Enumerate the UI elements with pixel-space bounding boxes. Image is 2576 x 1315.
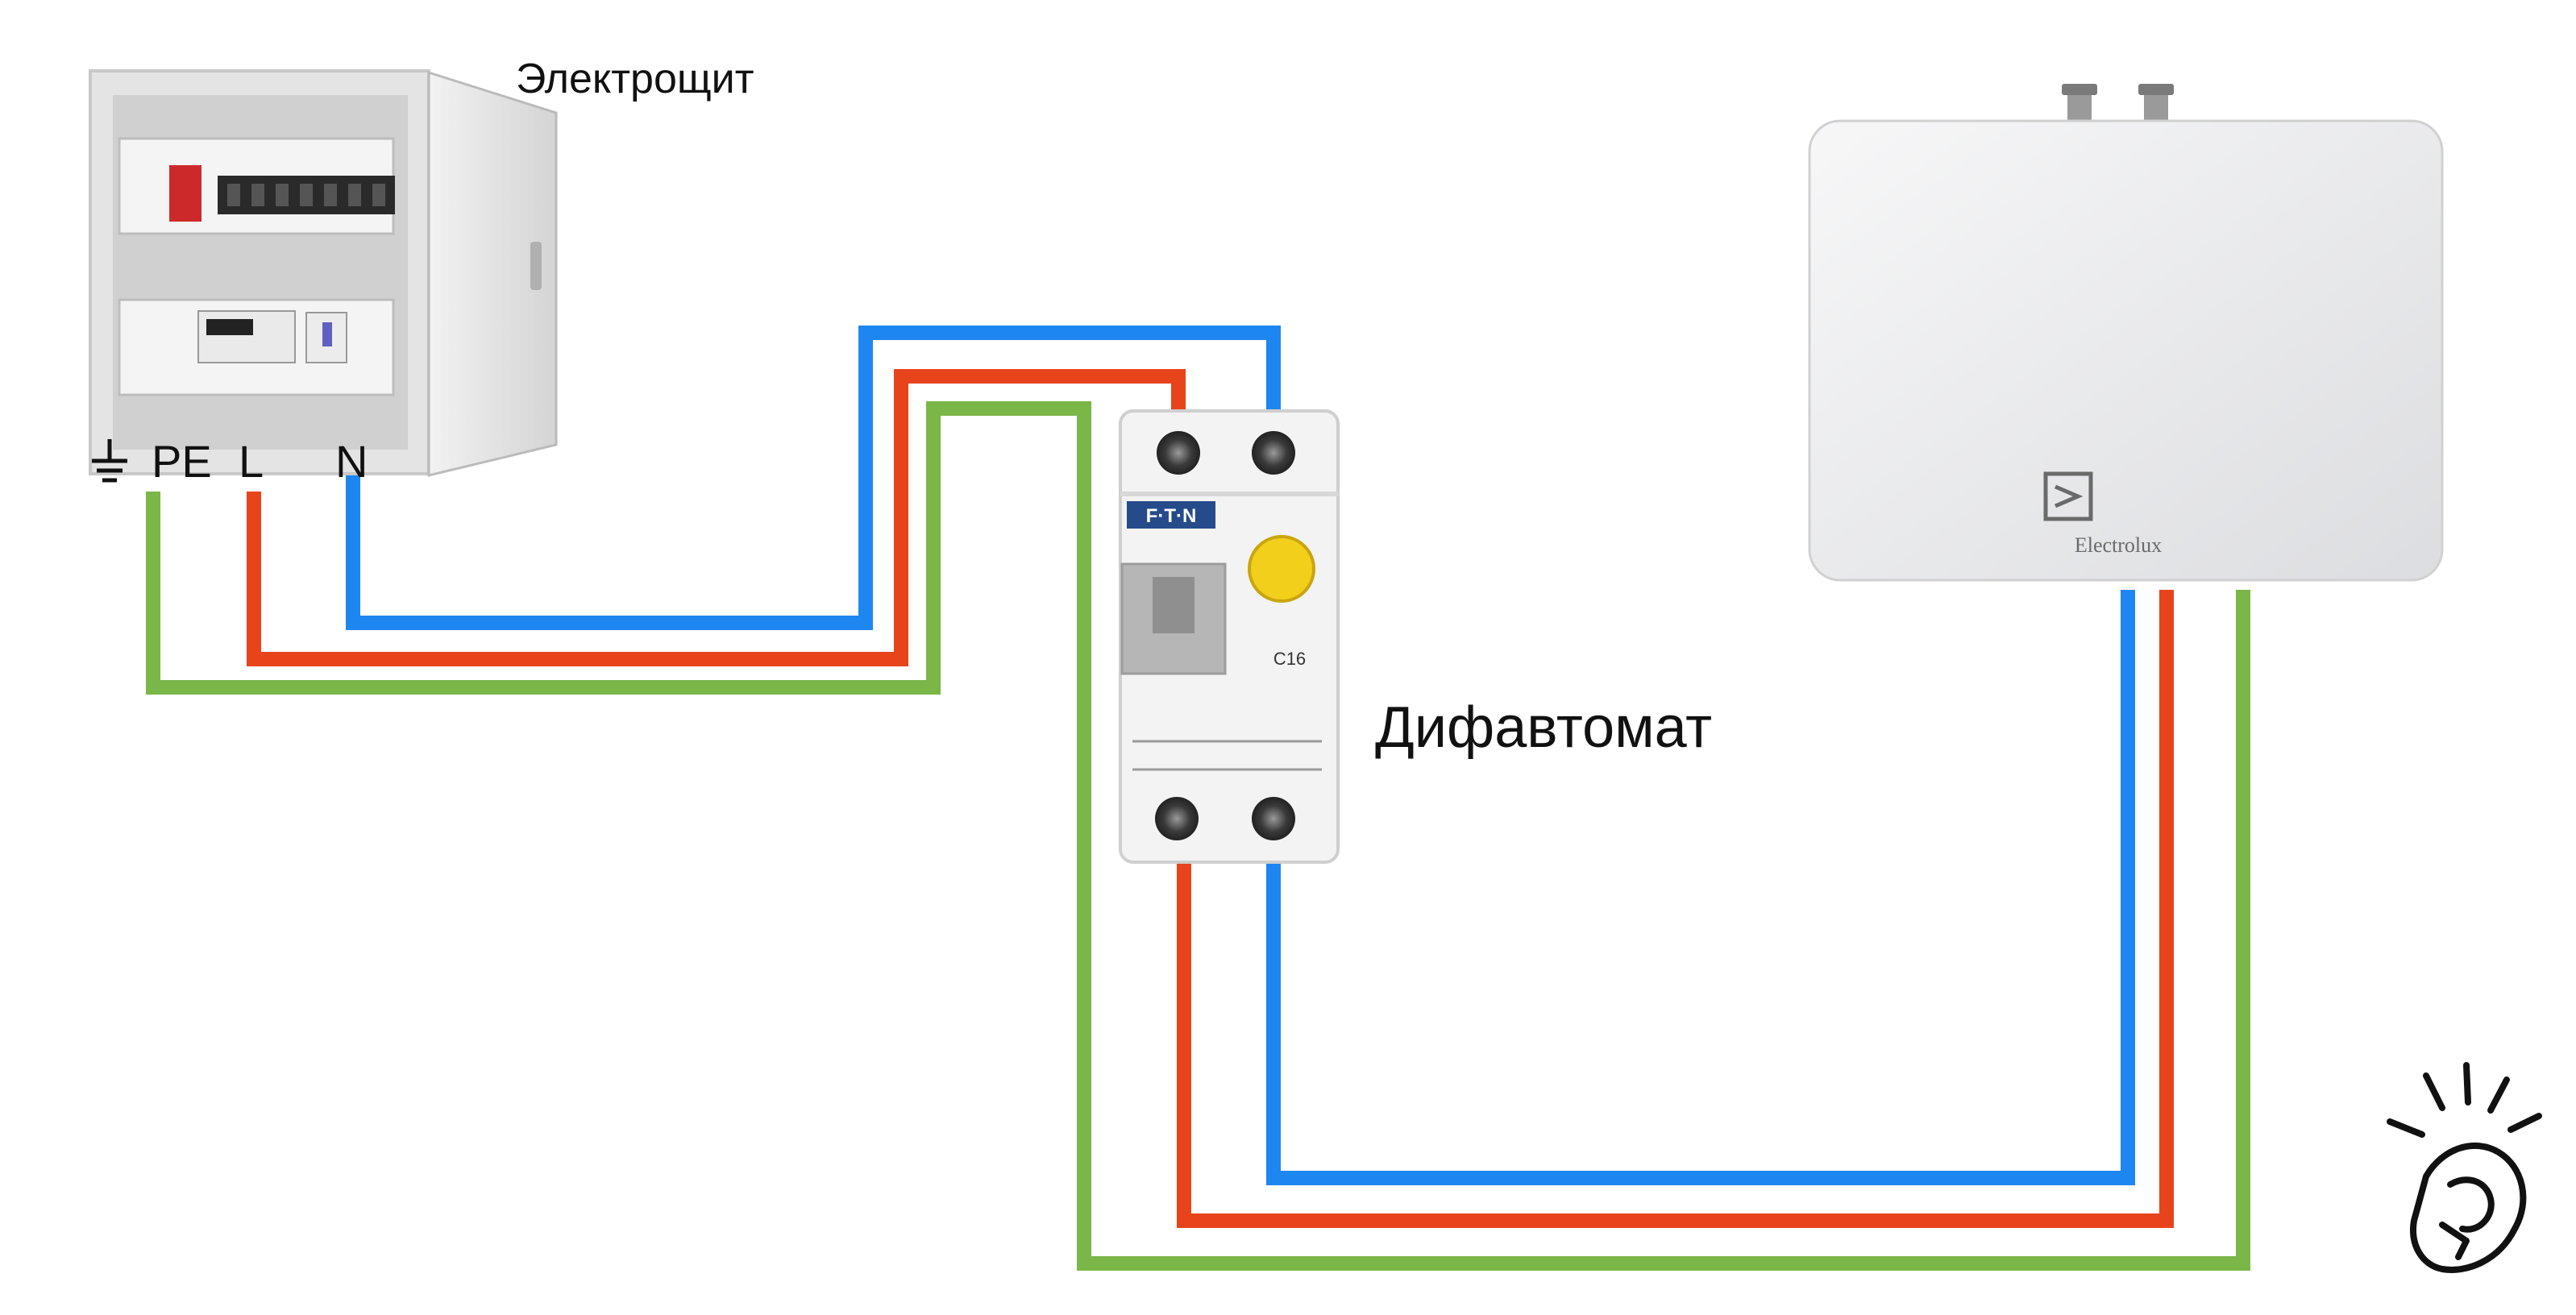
l-terminal-label: L [239,436,264,487]
n-terminal-label: N [335,436,368,487]
terminal-screw-icon [1155,797,1199,840]
heater-brand: Electrolux [2075,533,2162,557]
electrolux-logo-icon [2043,471,2093,521]
phase-wire-out [1177,590,2174,1228]
neutral-wire-in [346,326,1281,630]
neutral-wire-out [1266,590,2135,1185]
pe-terminal-label: PE [152,436,212,487]
electrical-panel [89,69,558,477]
wires [146,326,2250,1271]
terminal-screw-icon [1252,797,1295,840]
panel-label: Электрощит [516,56,754,102]
rcbo-label: Дифавтомат [1375,695,1713,760]
water-heater: Electrolux [1808,84,2444,582]
fingers-snap-icon [2387,1062,2542,1273]
phase-wire-in [247,369,1186,666]
ground-symbol-icon [92,439,127,483]
terminal-screw-icon [1252,431,1295,475]
terminal-screw-icon [1157,431,1200,475]
test-button-icon [1248,535,1315,603]
rcbo-device: F·T·N C16 [1119,409,1340,864]
earth-wire-panel [146,401,2250,1271]
rcbo-brand: F·T·N [1146,505,1197,527]
rcbo-rating: C16 [1273,649,1306,669]
